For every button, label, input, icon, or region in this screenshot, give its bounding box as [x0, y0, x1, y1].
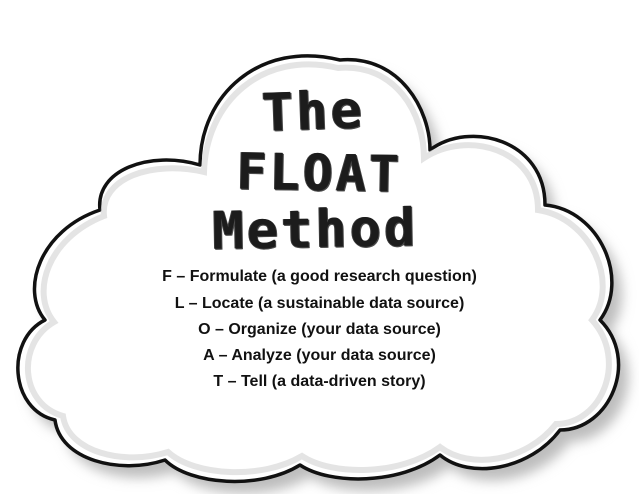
cloud-body: [16, 54, 621, 484]
step-organize: O – Organize (your data source): [198, 321, 441, 338]
step-tell: T – Tell (a data-driven story): [213, 373, 426, 390]
cloud-inner-rim: [24, 61, 612, 476]
step-locate: L – Locate (a sustainable data source): [174, 295, 465, 312]
step-formulate: F – Formulate (a good research question): [162, 268, 477, 285]
step-analyze: A – Analyze (your data source): [203, 347, 436, 364]
